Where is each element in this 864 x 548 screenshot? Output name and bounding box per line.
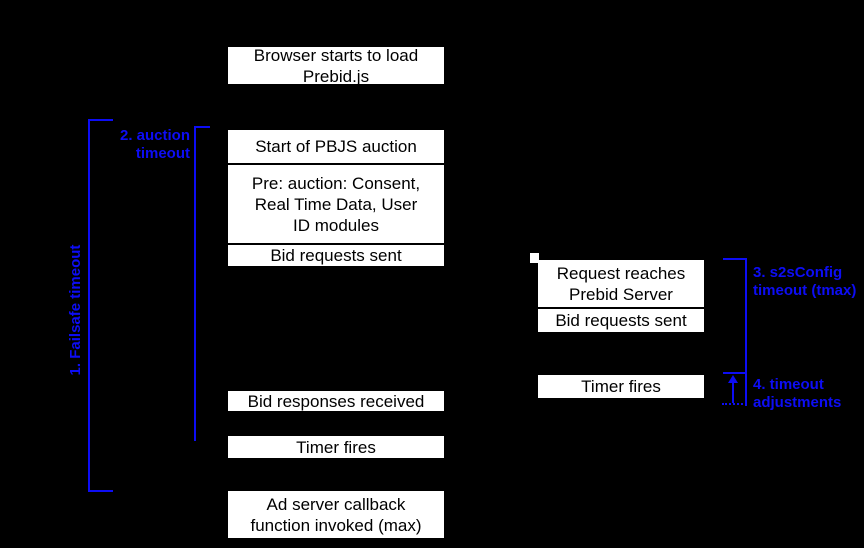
box-browser-load: Browser starts to load Prebid.js	[226, 45, 446, 86]
box-timer-fires-server: Timer fires	[536, 373, 706, 400]
adjustment-arrow-stem	[732, 382, 734, 403]
timeout-adjustments-label: 4. timeout adjustments	[753, 376, 842, 411]
box-bid-responses-received: Bid responses received	[226, 389, 446, 413]
auction-timeout-label: 2. auction timeout	[119, 127, 190, 162]
failsafe-bracket-tick-top	[88, 119, 113, 121]
box-ad-server-callback: Ad server callback function invoked (max…	[226, 489, 446, 540]
adjustment-arrow-up-icon	[728, 375, 738, 383]
connector-stub	[530, 253, 539, 263]
box-request-reaches-prebid-server: Request reaches Prebid Server	[536, 258, 706, 309]
box-bid-requests-sent-client: Bid requests sent	[226, 243, 446, 268]
box-bid-requests-sent-server: Bid requests sent	[536, 307, 706, 334]
s2s-timeout-label: 3. s2sConfig timeout (tmax)	[753, 264, 857, 299]
failsafe-timeout-label: 1. Failsafe timeout	[67, 244, 84, 376]
auction-bracket-tick-top	[194, 126, 210, 128]
s2s-bracket-tick-top	[723, 258, 747, 260]
box-pre-auction-modules: Pre: auction: Consent, Real Time Data, U…	[226, 163, 446, 245]
box-start-auction: Start of PBJS auction	[226, 128, 446, 165]
auction-bracket-line	[194, 126, 196, 441]
box-timer-fires-client: Timer fires	[226, 434, 446, 460]
failsafe-bracket-tick-bottom	[88, 490, 113, 492]
s2s-bracket-tick-mid	[723, 372, 747, 374]
adjustment-dotted-line	[722, 403, 747, 405]
failsafe-bracket-line	[88, 119, 90, 492]
s2s-bracket-line	[745, 258, 747, 406]
